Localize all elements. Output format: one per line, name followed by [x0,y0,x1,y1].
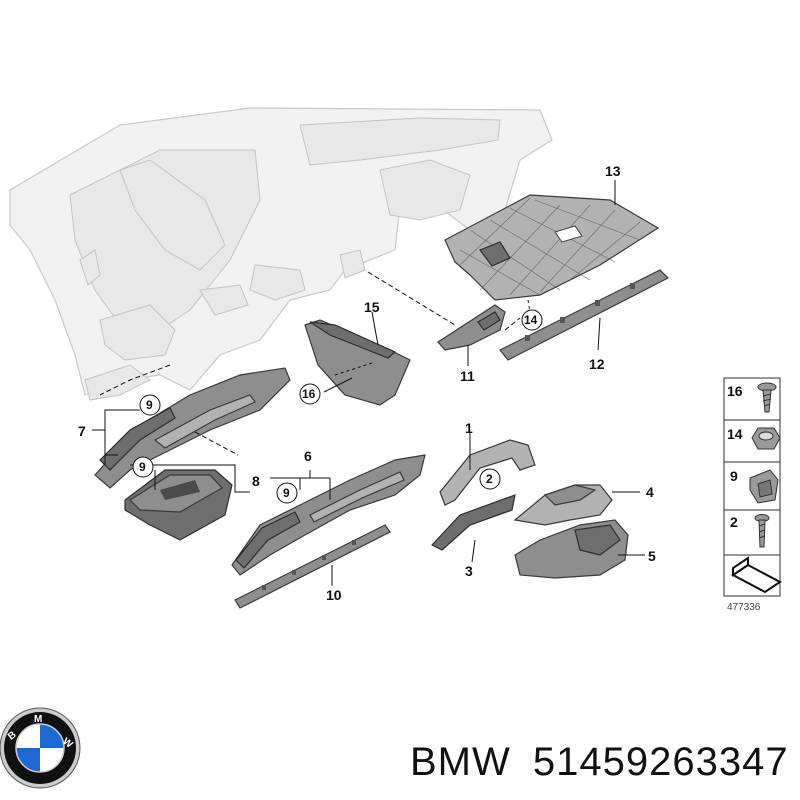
circled-label-9c: 9 [283,486,290,500]
label-part-15: 15 [364,299,380,315]
bmw-logo: B M W [0,707,81,789]
callout-labels: 13 12 11 15 7 8 6 10 1 3 4 5 [78,163,656,603]
nut-icon [751,427,781,450]
fastener-legend: 16 14 9 2 477336 [723,377,782,613]
label-part-11: 11 [460,368,475,384]
leader-lines [92,180,645,586]
circled-label-2: 2 [486,472,493,486]
clip-nut-icon [749,469,779,504]
part-caption: BMW 51459263347 [410,740,799,785]
label-part-3: 3 [465,563,473,579]
arrow-symbol-icon [731,556,782,594]
part-15-side-cover [304,319,411,406]
legend-item-2: 2 [730,514,738,530]
dashboard-outline [9,107,553,401]
part-13-insulation-panel [444,194,660,301]
label-part-4: 4 [646,484,654,500]
label-part-13: 13 [605,163,621,179]
label-part-10: 10 [326,587,342,603]
label-part-6: 6 [304,448,312,464]
screw-small-icon [754,514,770,548]
circled-label-16: 16 [302,387,316,401]
circled-label-14: 14 [524,313,538,327]
assembly-lines [99,271,531,456]
screw-icon [757,382,777,413]
brand-name: BMW [410,740,511,784]
circled-callouts: 14 16 9 9 9 2 [132,309,543,504]
label-part-8: 8 [252,473,260,489]
svg-text:M: M [34,714,42,725]
part-1-cover-frame [439,439,536,506]
legend-item-16: 16 [727,383,743,399]
circled-label-9a: 9 [146,398,153,412]
circled-label-9b: 9 [139,460,146,474]
diagram-id: 477336 [727,602,761,613]
part-3-trim-piece [431,494,516,551]
part-6-lower-trim-panel [231,454,426,576]
label-part-7: 7 [78,423,86,439]
label-part-5: 5 [648,548,656,564]
part-4-steering-column-trim-upper [513,484,613,526]
label-part-12: 12 [589,356,605,372]
part-12-trim-strip [499,269,670,361]
legend-item-14: 14 [727,426,743,442]
label-part-1: 1 [465,420,473,436]
part-8-storage-tray [124,469,233,541]
part-number: 51459263347 [532,740,789,784]
part-11-bracket [437,304,506,351]
part-5-steering-column-trim-lower [514,519,629,579]
legend-item-9: 9 [730,468,738,484]
part-10-trim-strip [234,524,391,609]
